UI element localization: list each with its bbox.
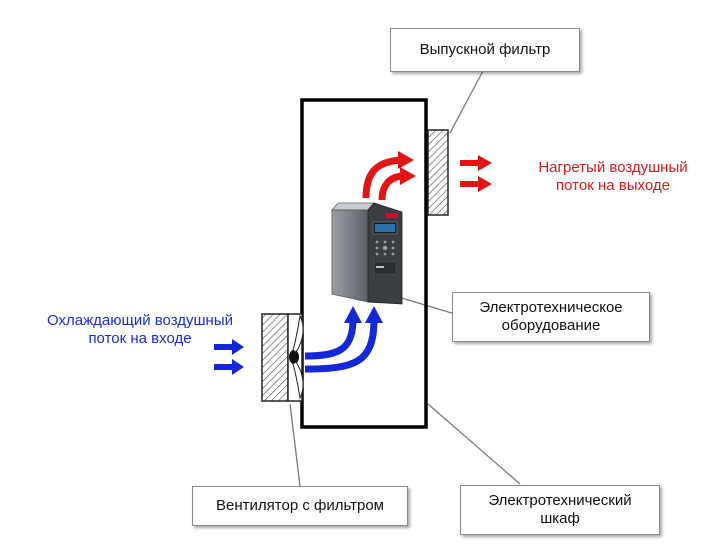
cool-air-arrowheads	[344, 306, 383, 323]
cool-air-arrow-1	[214, 339, 244, 355]
fan-filter-label: Вентилятор с фильтром	[216, 497, 384, 514]
exhaust-filter-label-box: Выпускной фильтр	[390, 28, 580, 72]
hot-air-arrow-2	[460, 176, 492, 192]
exhaust-filter-label: Выпускной фильтр	[419, 41, 551, 58]
exhaust-filter-leader	[449, 70, 484, 134]
leader-lines	[289, 70, 521, 487]
cool-air-label: Охлаждающий воздушный поток на входе	[30, 312, 250, 348]
hot-air-outlet-arrows	[460, 155, 492, 192]
hot-air-label-line1: Нагретый воздушный	[538, 159, 688, 176]
frequency-drive-icon	[331, 202, 403, 305]
cool-air-curve-2	[304, 321, 378, 373]
cool-air-label-line1: Охлаждающий воздушный	[47, 312, 233, 329]
equipment-label-line2: оборудование	[501, 317, 601, 334]
equipment-label-box: Электротехническое оборудование	[452, 292, 650, 342]
cool-air-arrow-2	[214, 359, 244, 375]
hot-air-label: Нагретый воздушный поток на выходе	[528, 159, 698, 195]
cool-air-flow-arrows	[304, 321, 378, 373]
hot-air-arrowheads	[398, 151, 416, 185]
hot-air-curve-2	[378, 172, 403, 201]
equipment-label-line1: Электротехническое	[479, 299, 623, 316]
cabinet-label-box: Электротехнический шкаф	[460, 485, 660, 535]
hot-air-arrow-1	[460, 155, 492, 171]
cool-air-label-line2: поток на входе	[88, 330, 192, 347]
fan-filter-label-box: Вентилятор с фильтром	[192, 486, 408, 526]
fan-leader	[289, 403, 301, 487]
cabinet-outline	[300, 98, 428, 429]
filter-grille-icon	[427, 129, 449, 216]
cabinet-leader	[427, 403, 521, 485]
cool-air-inlet-arrows	[214, 339, 244, 375]
cabinet-label-line1: Электротехнический	[488, 492, 632, 509]
fan-icon	[261, 313, 304, 402]
hot-air-flow-arrows	[362, 156, 403, 201]
hot-air-curve-1	[362, 156, 401, 199]
cabinet-label-line2: шкаф	[540, 510, 580, 527]
cool-air-curve-1	[304, 321, 357, 360]
hot-air-label-line2: поток на выходе	[556, 177, 670, 194]
